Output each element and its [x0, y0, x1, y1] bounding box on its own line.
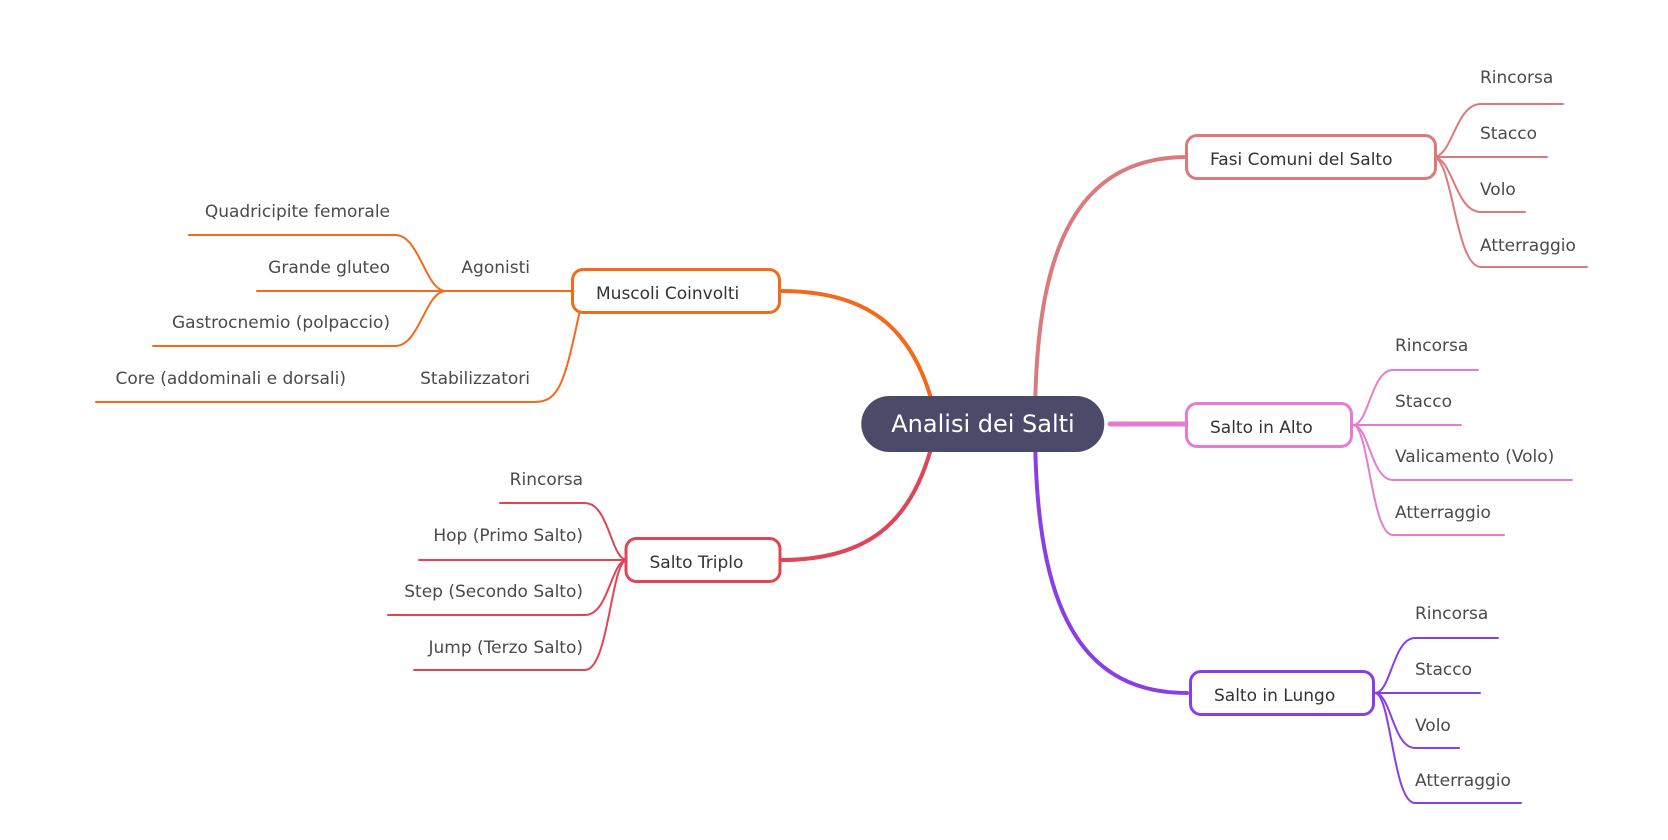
link-triplo-leaf-3 [413, 559, 628, 671]
link-alto-leaf-2 [1352, 424, 1573, 481]
link-lungo-leaf-0 [1374, 637, 1499, 694]
link-fasi-leaf-2 [1432, 156, 1526, 213]
leaf-core[interactable]: Core (addominali e dorsali) [115, 369, 346, 389]
leaf-quadricipite[interactable]: Quadricipite femorale [204, 202, 390, 222]
link-fasi-leaf-3 [1432, 156, 1588, 268]
branch-fasi-comuni[interactable]: Fasi Comuni del Salto [1185, 134, 1437, 180]
link-root-muscoli [779, 289, 932, 397]
leaf-triplo-step[interactable]: Step (Secondo Salto) [404, 582, 583, 602]
leaf-fasi-atterraggio[interactable]: Atterraggio [1480, 236, 1576, 256]
link-alto-leaf-0 [1352, 369, 1479, 426]
link-triplo-leaf-0 [499, 502, 628, 561]
link-lungo-leaf-2 [1374, 692, 1460, 749]
leaf-lungo-rincorsa[interactable]: Rincorsa [1415, 604, 1489, 624]
link-root-triplo [779, 450, 932, 562]
leaf-alto-atterraggio[interactable]: Atterraggio [1395, 503, 1491, 523]
branch-salto-alto[interactable]: Salto in Alto [1185, 402, 1353, 448]
link-lungo-leaf-3 [1374, 692, 1522, 804]
leaf-lungo-atterraggio[interactable]: Atterraggio [1415, 771, 1511, 791]
leaf-gastrocnemio[interactable]: Gastrocnemio (polpaccio) [171, 313, 390, 333]
root-node[interactable]: Analisi dei Salti [861, 396, 1105, 452]
sub-stabilizzatori[interactable]: Stabilizzatori [420, 369, 530, 389]
leaf-triplo-rincorsa[interactable]: Rincorsa [509, 470, 583, 490]
branch-muscoli-coinvolti[interactable]: Muscoli Coinvolti [571, 268, 781, 314]
link-muscoli-stabilizzatori [95, 309, 581, 403]
branch-salto-triplo[interactable]: Salto Triplo [624, 537, 782, 583]
leaf-fasi-rincorsa[interactable]: Rincorsa [1480, 68, 1554, 88]
leaf-fasi-stacco[interactable]: Stacco [1480, 124, 1537, 144]
link-alto-leaf-3 [1352, 424, 1505, 536]
link-root-lungo [1033, 422, 1189, 695]
leaf-lungo-volo[interactable]: Volo [1415, 716, 1451, 736]
link-root-fasi [1033, 155, 1189, 426]
branch-salto-lungo[interactable]: Salto in Lungo [1189, 670, 1375, 716]
leaf-triplo-jump[interactable]: Jump (Terzo Salto) [428, 638, 583, 658]
link-agonisti-leaf-0 [188, 234, 447, 292]
leaf-alto-valicamento[interactable]: Valicamento (Volo) [1395, 447, 1555, 467]
sub-agonisti[interactable]: Agonisti [461, 258, 530, 278]
leaf-grande-gluteo[interactable]: Grande gluteo [268, 258, 390, 278]
leaf-alto-rincorsa[interactable]: Rincorsa [1395, 336, 1469, 356]
link-triplo-leaf-2 [387, 559, 628, 616]
leaf-triplo-hop[interactable]: Hop (Primo Salto) [433, 526, 583, 546]
leaf-fasi-volo[interactable]: Volo [1480, 180, 1516, 200]
link-agonisti-leaf-2 [152, 290, 447, 347]
leaf-lungo-stacco[interactable]: Stacco [1415, 660, 1472, 680]
link-fasi-leaf-0 [1432, 103, 1564, 158]
branch-links [95, 103, 1588, 804]
leaf-alto-stacco[interactable]: Stacco [1395, 392, 1452, 412]
